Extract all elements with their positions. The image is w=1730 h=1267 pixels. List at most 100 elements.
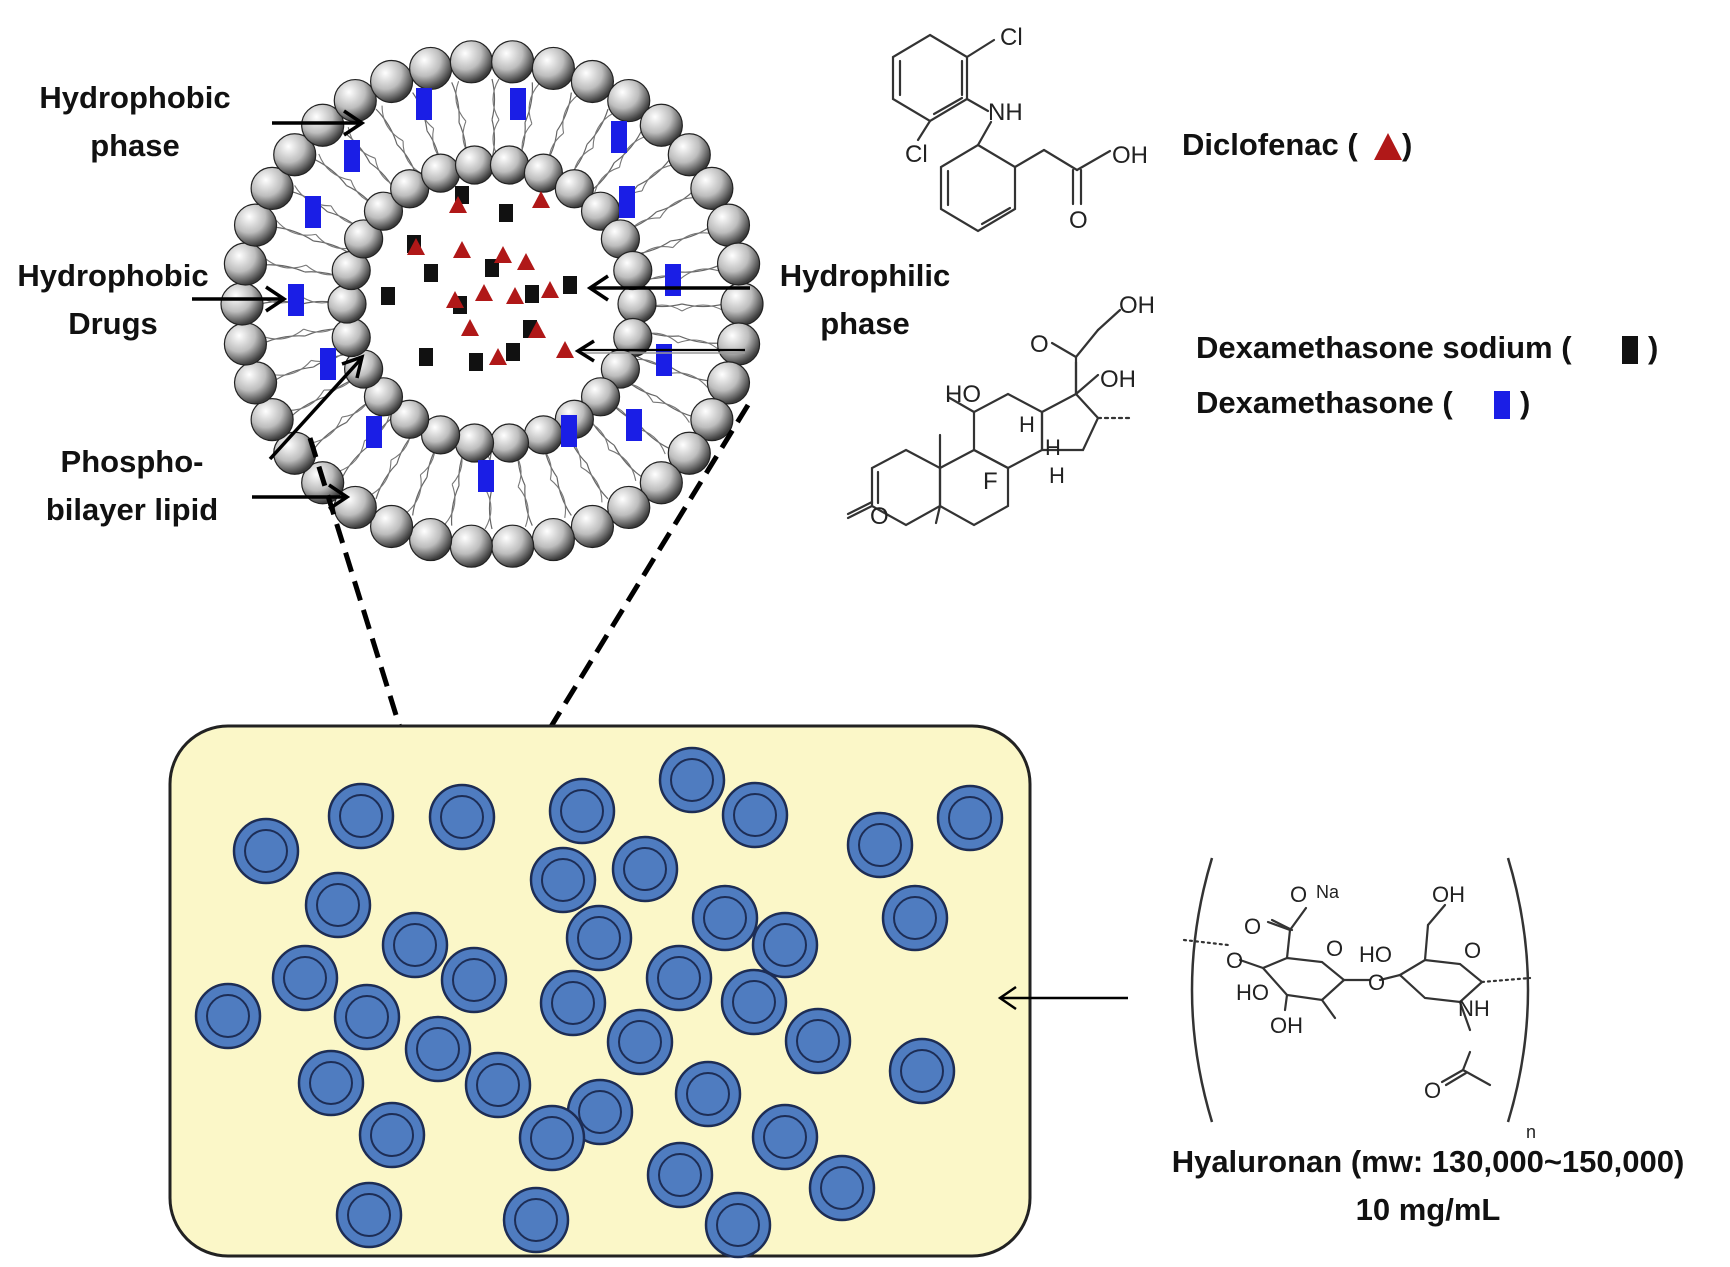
vesicle-inner xyxy=(657,956,701,1000)
lipid-tail xyxy=(275,220,316,236)
ha-oh-bottom: OH xyxy=(1270,1013,1303,1038)
phospholipid-head xyxy=(617,284,657,324)
vesicle-inner xyxy=(206,994,250,1038)
label-hydrophobic-phase-line2: phase xyxy=(90,128,180,163)
vesicle-inner xyxy=(309,1061,353,1105)
phospholipid-head xyxy=(223,242,268,286)
vesicle-inner xyxy=(858,823,902,867)
lipid-tail xyxy=(273,366,314,382)
legend-dex-sodium-label: Dexamethasone sodium ( xyxy=(1196,330,1572,365)
lipid-tail xyxy=(491,78,496,120)
lipid-tail xyxy=(375,463,398,500)
phospholipid-head xyxy=(639,461,683,505)
ha-o-acetyl: O xyxy=(1424,1078,1441,1103)
lipid-tail xyxy=(681,304,725,312)
label-hydrophilic-phase: Hydrophilic phase xyxy=(780,258,951,341)
dexamethasone-drug xyxy=(320,348,336,380)
label-hydrophobic-drugs-line1: Hydrophobic xyxy=(17,258,208,293)
ha-o-ring1: O xyxy=(1326,936,1343,961)
lipid-tail xyxy=(451,82,460,123)
lipid-tail xyxy=(556,477,572,516)
dexamethasone-sodium-drug xyxy=(419,348,433,366)
dexamethasone-drug xyxy=(366,416,382,448)
dexamethasone-drug xyxy=(611,121,627,153)
hyaluronan-caption-line1: Hyaluronan (mw: 130,000~150,000) xyxy=(1172,1144,1685,1179)
vesicle-inner xyxy=(763,923,807,967)
diclofenac-drug xyxy=(407,238,425,255)
dex-ho-c11: HO xyxy=(945,381,981,408)
phospholipid-head xyxy=(420,153,461,193)
lipid-tail xyxy=(656,191,694,213)
diclofenac-drug xyxy=(446,291,464,308)
phospholipid-head xyxy=(327,284,367,324)
legend-red-triangle xyxy=(1374,133,1402,160)
vesicle-inner xyxy=(316,883,360,927)
lipid-tail xyxy=(524,82,534,123)
dexamethasone-drug xyxy=(656,344,672,376)
lipid-tail xyxy=(412,476,428,516)
phospholipid-head xyxy=(613,250,653,291)
phospholipid-head xyxy=(220,282,264,326)
vesicle-inner xyxy=(578,1090,622,1134)
phospholipid-heads xyxy=(220,40,764,568)
lipid-tail xyxy=(677,339,720,351)
lipid-tail xyxy=(670,366,711,382)
phospholipid-head xyxy=(390,169,430,209)
phospholipid-head xyxy=(489,145,530,185)
phospholipid-head xyxy=(580,377,621,417)
phospholipid-head xyxy=(690,166,734,210)
phospholipid-head xyxy=(409,46,453,91)
vesicle-inner xyxy=(339,794,383,838)
phospholipid-head xyxy=(449,524,493,568)
lipid-tail xyxy=(613,131,642,164)
legend-black-square xyxy=(1622,336,1638,364)
phospholipid-head xyxy=(667,133,711,177)
phospholipid-head xyxy=(233,361,278,405)
lipid-tail xyxy=(679,264,721,273)
arrow-phospholipid-head xyxy=(268,354,365,461)
dex-oh-c17: OH xyxy=(1100,366,1136,393)
lipid-tail xyxy=(402,140,424,175)
phospholipid-head xyxy=(420,415,461,455)
arrow-hydrophobic-phase xyxy=(272,109,366,137)
phospholipid-head xyxy=(454,145,495,185)
vesicle-inner xyxy=(703,896,747,940)
ha-o-minus: O xyxy=(1290,882,1307,907)
label-hydrophilic-phase-line2: phase xyxy=(820,306,910,341)
phospholipid-head xyxy=(531,46,575,91)
phospholipid-head xyxy=(449,40,493,84)
ha-ho1: HO xyxy=(1236,980,1269,1005)
phospholipid-head xyxy=(233,203,278,247)
phospholipid-head xyxy=(523,153,564,193)
lipid-tail xyxy=(444,484,456,525)
lipid-tail xyxy=(670,226,711,242)
lipid-tail xyxy=(556,92,572,132)
lipid-tail xyxy=(524,485,533,526)
legend-dex-sodium: Dexamethasone sodium ( ) xyxy=(1196,330,1658,365)
dexamethasone-drug xyxy=(665,264,681,296)
dexamethasone-drug xyxy=(344,140,360,172)
dex-o-c3: O xyxy=(870,503,889,530)
phospholipid-head xyxy=(333,78,377,123)
phospholipid-head xyxy=(570,504,615,549)
lipid-tail xyxy=(381,105,404,142)
lipid-tail xyxy=(314,158,347,186)
vesicle-inner xyxy=(370,1113,414,1157)
lipid-tail xyxy=(455,80,467,122)
hyaluronan-caption-line2: 10 mg/mL xyxy=(1356,1192,1501,1227)
lipid-tail xyxy=(405,474,422,514)
hyaluronan-caption: Hyaluronan (mw: 130,000~150,000) 10 mg/m… xyxy=(1172,1144,1685,1227)
phospholipid-head xyxy=(331,317,371,358)
vesicle-inner xyxy=(440,795,484,839)
dexamethasone-drug xyxy=(619,186,635,218)
phospholipid-head xyxy=(250,398,294,442)
diclofenac-drug xyxy=(528,321,546,338)
dex-h-3: H xyxy=(1045,435,1061,460)
phospholipid-head xyxy=(523,415,564,455)
vesicle-inner xyxy=(244,829,288,873)
lipid-tail xyxy=(659,196,697,219)
vesicle-inner xyxy=(716,1203,760,1247)
diclofenac-cl-top: Cl xyxy=(1000,24,1023,51)
label-hydrophobic-drugs-line2: Drugs xyxy=(68,306,158,341)
lipid-tail xyxy=(375,108,398,145)
